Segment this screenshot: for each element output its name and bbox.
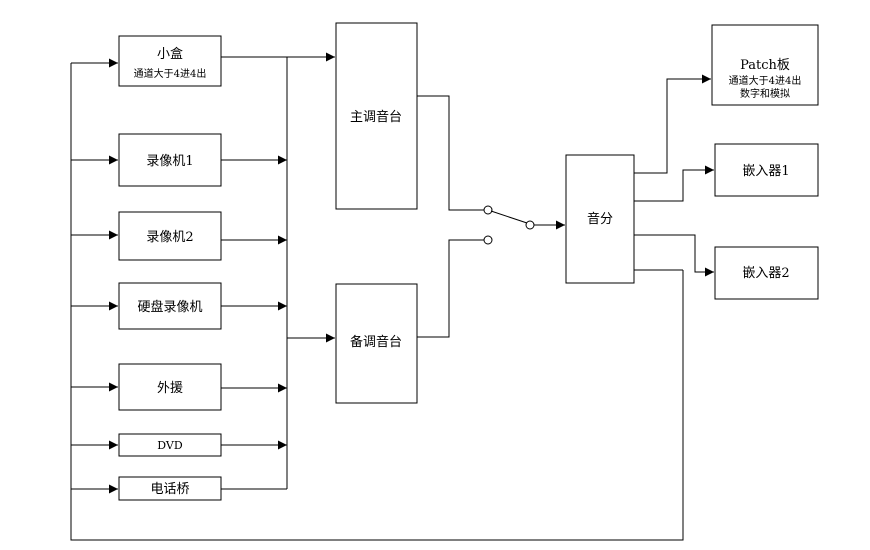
switch-contact-main bbox=[483, 205, 493, 215]
collector-bus bbox=[221, 52, 335, 490]
source-luxiangji2-label: 录像机2 bbox=[146, 230, 193, 245]
left-bus bbox=[70, 58, 684, 541]
switch-contact-backup bbox=[483, 235, 493, 245]
source-luxiangji1: 录像机1 bbox=[118, 133, 222, 187]
source-dvd-label: DVD bbox=[157, 439, 183, 452]
selector-switch bbox=[417, 95, 565, 338]
backup-console-label: 备调音台 bbox=[350, 334, 402, 350]
source-luxiangji1-label: 录像机1 bbox=[146, 154, 193, 169]
switch-lever bbox=[490, 210, 528, 224]
source-yingpan: 硬盘录像机 bbox=[118, 282, 222, 330]
source-yingpan-label: 硬盘录像机 bbox=[137, 299, 202, 315]
output-embedder2-label: 嵌入器2 bbox=[742, 266, 789, 281]
source-xiaohe: 小盒 通道大于4进4出 bbox=[118, 35, 222, 87]
output-embedder2: 嵌入器2 bbox=[714, 246, 819, 300]
output-wiring bbox=[634, 74, 714, 277]
output-patch-sub1: 通道大于4进4出 bbox=[729, 74, 802, 87]
source-luxiangji2: 录像机2 bbox=[118, 211, 222, 261]
output-embedder1-label: 嵌入器1 bbox=[742, 164, 789, 179]
source-dianhuaqiao: 电话桥 bbox=[118, 476, 222, 501]
source-waiyuan-label: 外援 bbox=[157, 381, 183, 396]
source-waiyuan: 外援 bbox=[118, 363, 222, 411]
source-dianhuaqiao-label: 电话桥 bbox=[150, 482, 189, 497]
output-embedder1: 嵌入器1 bbox=[714, 143, 819, 197]
main-console-label: 主调音台 bbox=[350, 109, 402, 125]
source-xiaohe-label: 小盒 bbox=[157, 46, 183, 62]
output-patch: Patch板 通道大于4进4出 数字和模拟 bbox=[711, 24, 819, 106]
source-xiaohe-sub: 通道大于4进4出 bbox=[134, 67, 207, 80]
splitter: 音分 bbox=[565, 154, 635, 284]
switch-common bbox=[525, 220, 535, 230]
output-patch-label: Patch板 bbox=[740, 58, 790, 73]
splitter-label: 音分 bbox=[587, 211, 613, 227]
main-console: 主调音台 bbox=[335, 22, 418, 210]
output-patch-sub2: 数字和模拟 bbox=[740, 87, 790, 100]
source-dvd: DVD bbox=[118, 433, 222, 457]
backup-console: 备调音台 bbox=[335, 283, 418, 404]
